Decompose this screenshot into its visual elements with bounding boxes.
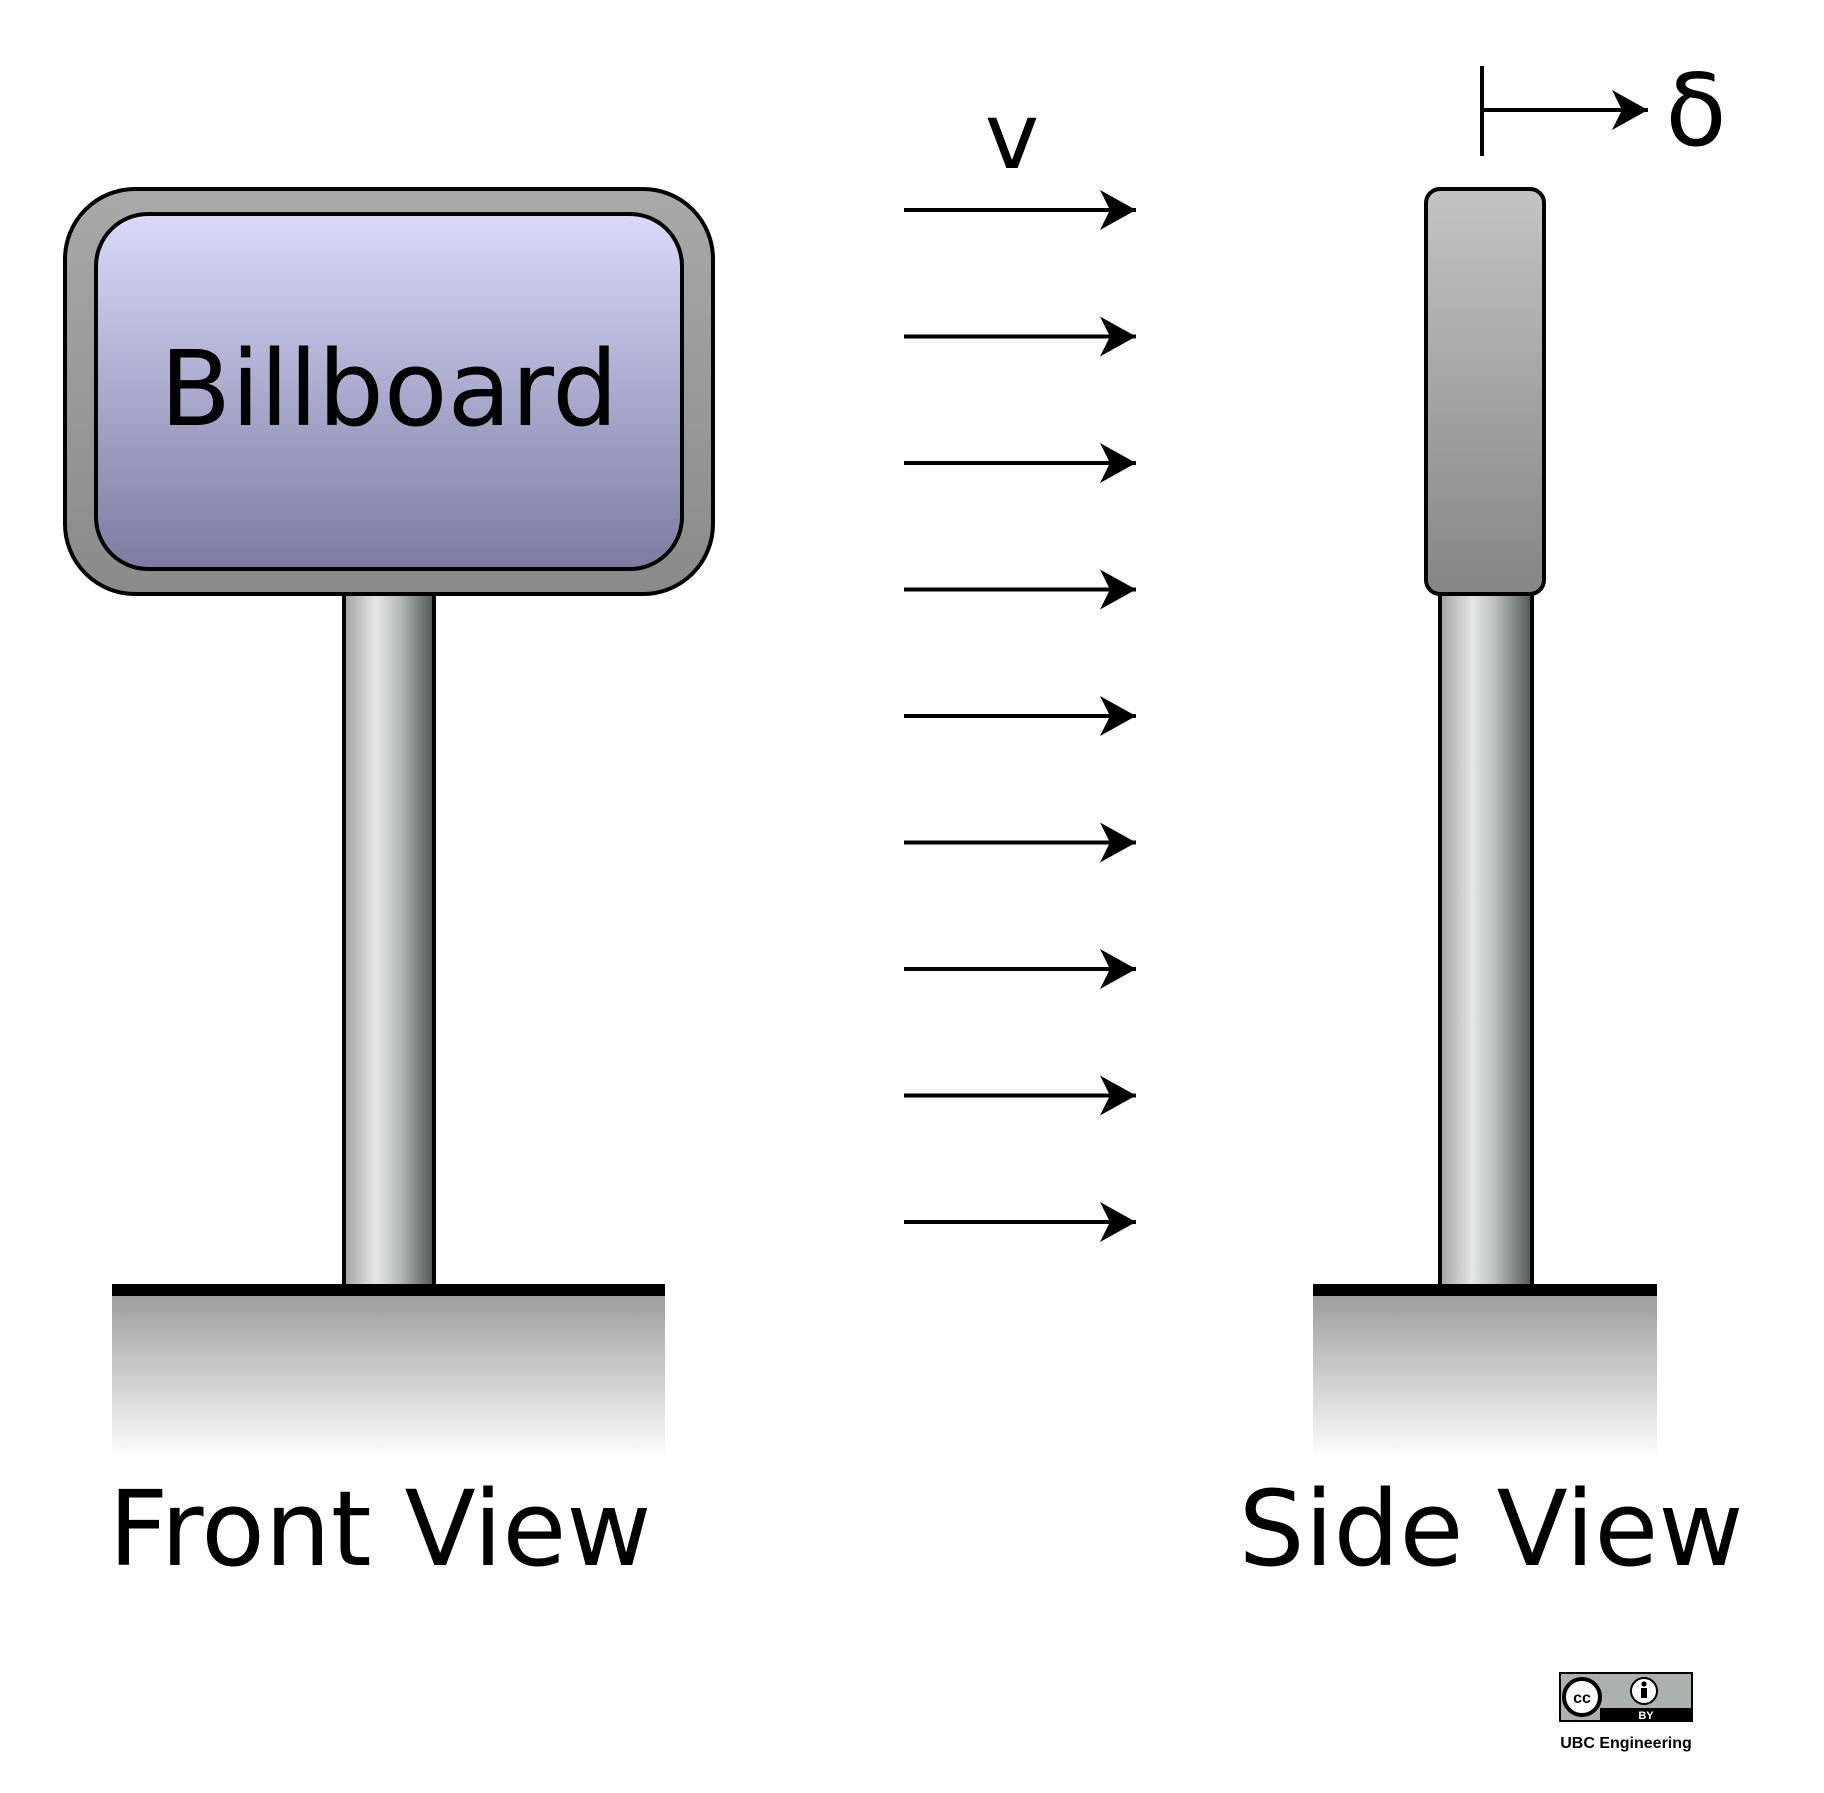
wind-velocity-label: v: [985, 83, 1039, 190]
front-ground-shade: [112, 1290, 665, 1460]
side-ground-shade: [1313, 1290, 1657, 1460]
deflection-label: δ: [1665, 52, 1726, 169]
side-ground-line: [1313, 1284, 1657, 1296]
cc-icon-text: cc: [1573, 1690, 1591, 1707]
license-credit: UBC Engineering: [1560, 1735, 1692, 1752]
side-view: δ: [1313, 52, 1727, 1460]
front-pole: [342, 588, 436, 1292]
cc-by-license-badge: cc BY UBC Engineering: [1559, 1672, 1693, 1752]
front-view: Billboard: [63, 187, 715, 1460]
front-ground-line: [112, 1284, 665, 1296]
wind-arrows: v: [904, 83, 1136, 1242]
side-pole: [1438, 588, 1534, 1292]
deflection-indicator: δ: [1480, 52, 1727, 169]
cc-badge-black-strip: [1600, 1708, 1692, 1721]
attribution-icon-head: [1641, 1681, 1647, 1687]
billboard-label: Billboard: [160, 328, 618, 450]
side-view-label: Side View: [1239, 1468, 1744, 1590]
front-view-label: Front View: [109, 1468, 652, 1590]
cc-icon: [1562, 1677, 1602, 1717]
side-billboard: [1424, 187, 1546, 596]
billboard-face: [94, 212, 684, 571]
cc-by-text: BY: [1638, 1710, 1654, 1722]
attribution-icon-body: [1641, 1688, 1647, 1698]
